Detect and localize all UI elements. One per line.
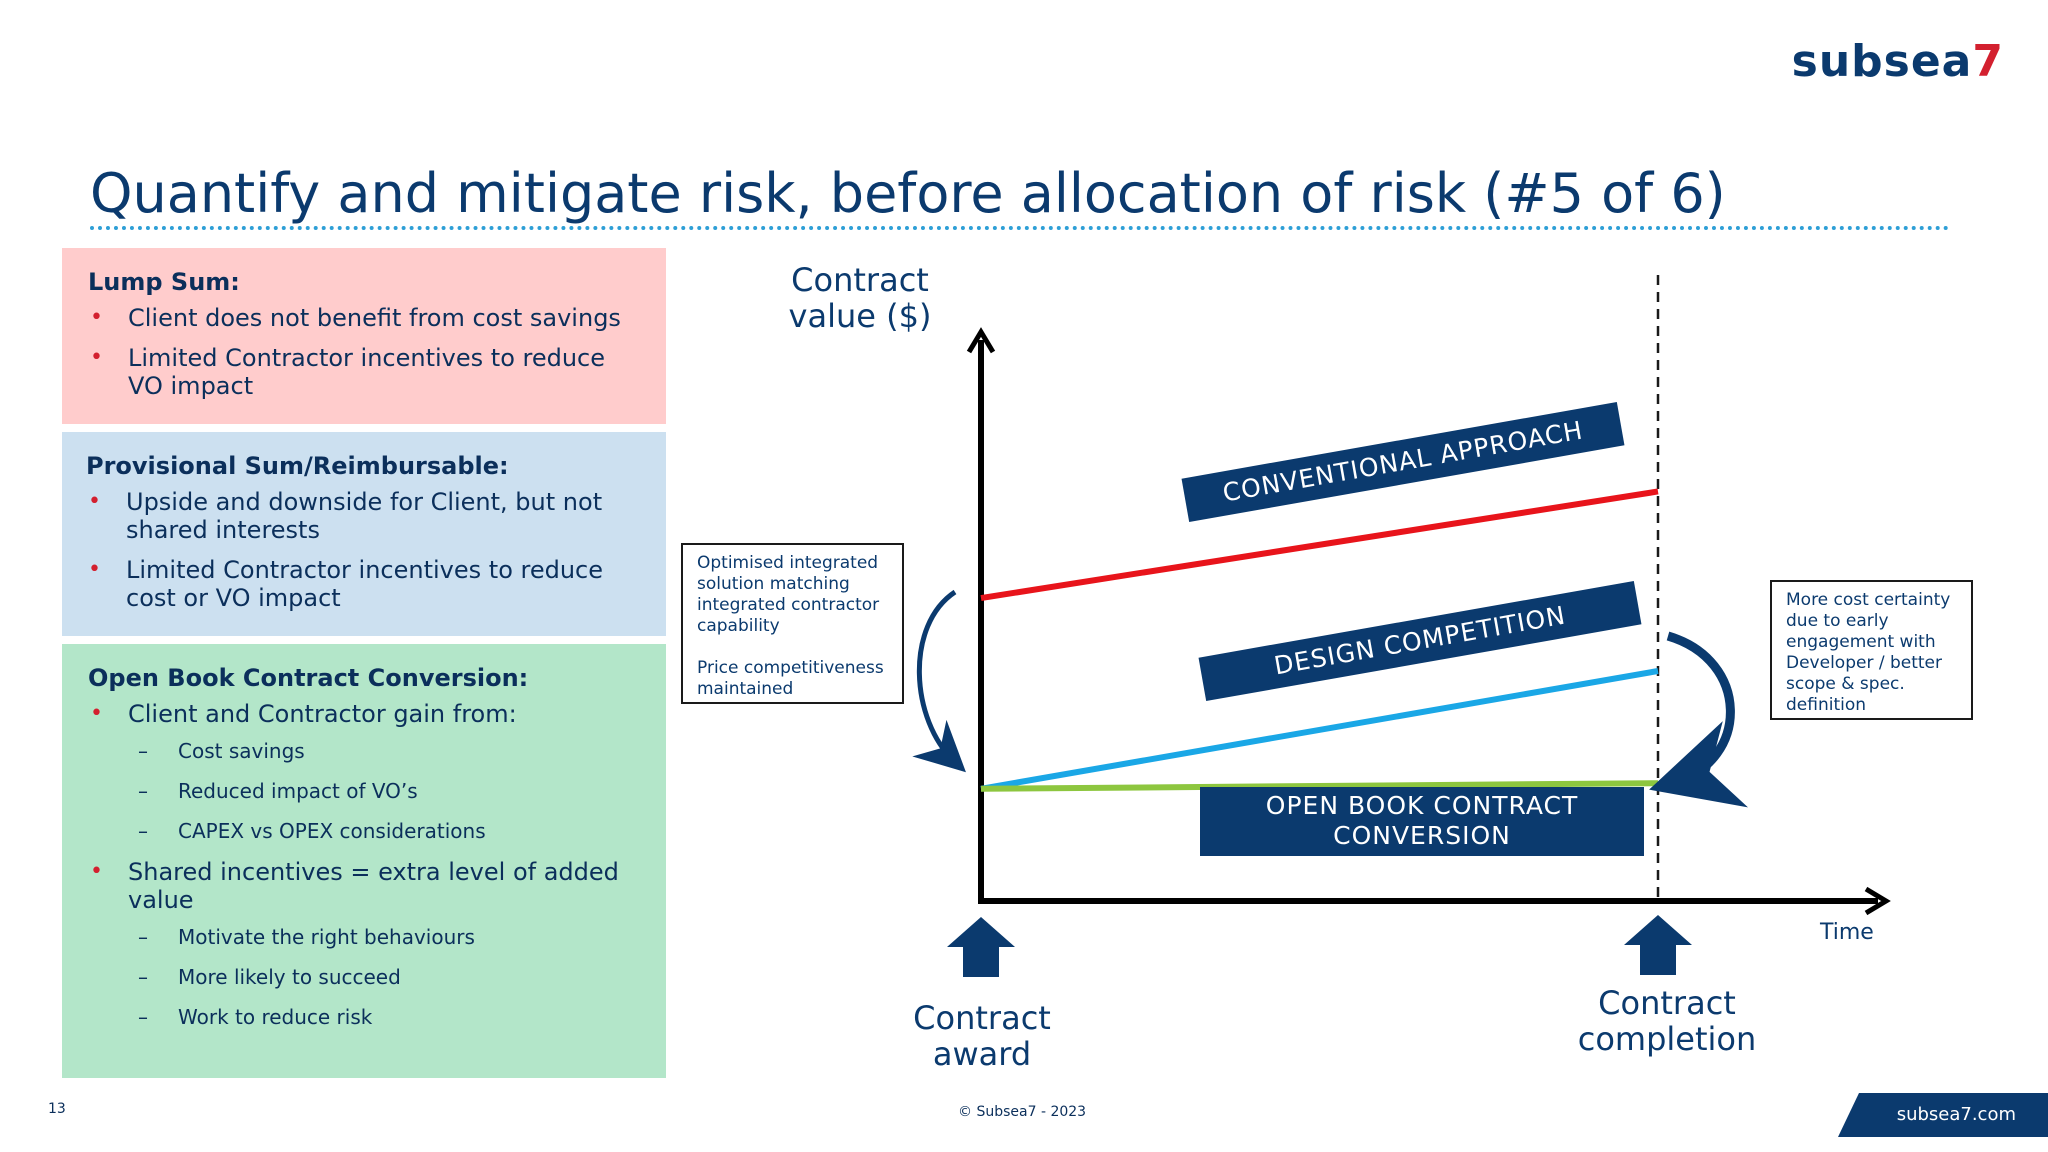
bullet-icon: • (90, 859, 103, 884)
sub-list: –Cost savings –Reduced impact of VO’s –C… (128, 738, 644, 844)
page-number: 13 (48, 1101, 66, 1117)
company-logo: subsea7 (1791, 36, 2004, 87)
x-axis-label: Time (1820, 920, 1874, 945)
sub-list-item: –More likely to succeed (138, 965, 401, 989)
sub-list-item: –Reduced impact of VO’s (138, 779, 418, 803)
dash-icon: – (138, 819, 148, 843)
sub-list: –Motivate the right behaviours –More lik… (128, 924, 644, 1030)
sub-list-item: –Work to reduce risk (138, 1005, 373, 1029)
panel-heading: Lump Sum: (88, 268, 240, 296)
dash-icon: – (138, 739, 148, 763)
website-link[interactable]: subsea7.com (1838, 1093, 2048, 1137)
dash-icon: – (138, 965, 148, 989)
page-title: Quantify and mitigate risk, before alloc… (90, 162, 1726, 225)
list-item: •Client and Contractor gain from: –Cost … (88, 700, 644, 844)
dash-icon: – (138, 925, 148, 949)
conventional-approach-line (980, 488, 1659, 602)
award-up-arrow-icon (947, 917, 1015, 977)
x-axis-arrowhead (1864, 886, 1891, 916)
panel-lump-sum: Lump Sum: •Client does not benefit from … (62, 248, 666, 424)
y-axis-label: Contract value ($) (788, 261, 932, 335)
design-competition-line (980, 668, 1659, 792)
callout-optimised-solution: Optimised integrated solution matching i… (681, 543, 904, 704)
panel-provisional-sum: Provisional Sum/Reimbursable: •Upside an… (62, 432, 666, 636)
bullet-list: •Upside and downside for Client, but not… (86, 488, 644, 612)
list-item: •Shared incentives = extra level of adde… (88, 858, 644, 1030)
bullet-icon: • (88, 557, 101, 582)
copyright: © Subsea7 - 2023 (958, 1104, 1087, 1120)
bullet-list: •Client and Contractor gain from: –Cost … (88, 700, 644, 1030)
sub-list-item: –Cost savings (138, 739, 305, 763)
dash-icon: – (138, 779, 148, 803)
list-item: •Upside and downside for Client, but not… (88, 488, 603, 544)
title-divider (90, 226, 1950, 230)
bullet-icon: • (90, 305, 103, 330)
sub-list-item: –CAPEX vs OPEX considerations (138, 819, 486, 843)
y-axis-arrowhead (966, 327, 996, 354)
sub-list-item: –Motivate the right behaviours (138, 925, 475, 949)
banner-open-book-conversion: OPEN BOOK CONTRACT CONVERSION (1200, 787, 1644, 856)
panel-open-book: Open Book Contract Conversion: •Client a… (62, 644, 666, 1078)
list-item: •Limited Contractor incentives to reduce… (88, 556, 604, 612)
panel-heading: Open Book Contract Conversion: (88, 664, 529, 692)
completion-up-arrow-icon (1624, 915, 1692, 975)
bullet-icon: • (90, 701, 103, 726)
curved-arrow-right-icon (1649, 631, 1749, 808)
open-book-line (980, 780, 1659, 792)
contract-completion-label: Contract completion (1577, 984, 1757, 1058)
dash-icon: – (138, 1005, 148, 1029)
list-item: •Client does not benefit from cost savin… (90, 304, 621, 332)
bullet-list: •Client does not benefit from cost savin… (88, 304, 644, 400)
bullet-icon: • (88, 489, 101, 514)
callout-cost-certainty: More cost certainty due to early engagem… (1770, 580, 1973, 720)
list-item: •Limited Contractor incentives to reduce… (90, 344, 606, 400)
bullet-icon: • (90, 345, 103, 370)
curved-arrow-left-icon (912, 589, 966, 773)
panel-heading: Provisional Sum/Reimbursable: (86, 452, 509, 480)
contract-award-label: Contract award (913, 999, 1051, 1073)
